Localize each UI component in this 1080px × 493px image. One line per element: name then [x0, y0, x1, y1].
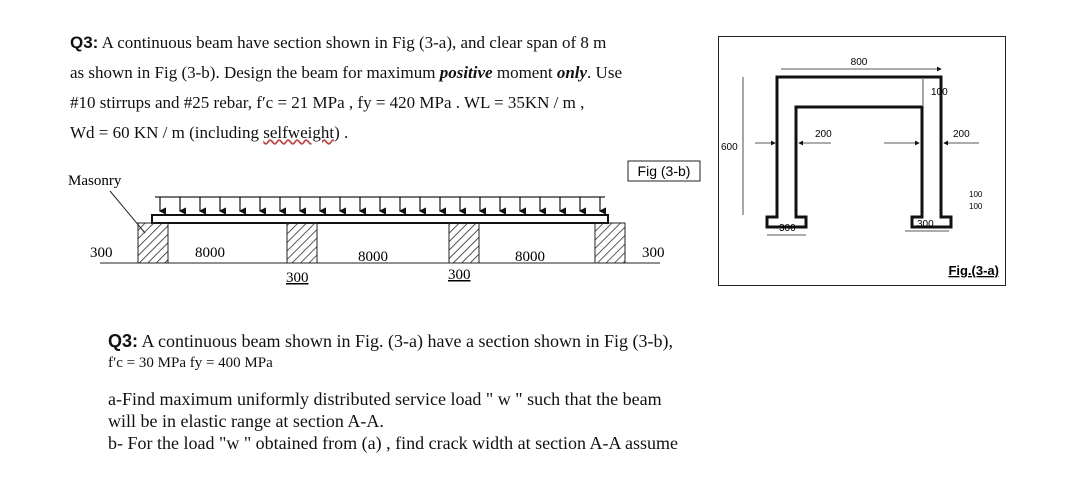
dim-small-a: 100	[969, 190, 983, 199]
dim-web-left: 200	[815, 129, 832, 140]
support-inner-1	[286, 222, 318, 264]
q1-line-2: as shown in Fig (3-b). Design the beam f…	[70, 63, 622, 82]
dim-base-left: 300	[779, 223, 796, 234]
beam-figure: Fig (3-b) Masonry 300 800	[68, 160, 701, 286]
end-right-dim: 300	[642, 245, 665, 261]
question-2: Q3: A continuous beam shown in Fig. (3-a…	[108, 330, 828, 454]
dim-small-b: 100	[969, 202, 983, 211]
question-1: Q3: A continuous beam have section shown…	[70, 28, 710, 148]
span-1-dim: 8000	[195, 245, 225, 261]
q1-line-3: #10 stirrups and #25 rebar, f′c = 21 MPa…	[70, 93, 585, 112]
support-1-dim: 300	[286, 270, 309, 286]
q1-line-4: Wd = 60 KN / m (including selfweight) .	[70, 123, 349, 142]
support-left	[137, 222, 169, 264]
dim-web-right: 200	[953, 129, 970, 140]
q1-line-1: Q3: A continuous beam have section shown…	[70, 33, 607, 52]
dim-800: 800	[851, 57, 868, 68]
fig-3b-label: Fig (3-b)	[638, 163, 691, 179]
section-figure: 800 600 100 200 200 100 100 300 300 Fig.…	[718, 36, 1006, 286]
end-left-dim: 300	[90, 245, 113, 261]
load-arrows	[158, 197, 606, 215]
q2-line-5: b- For the load "w " obtained from (a) ,…	[108, 433, 679, 453]
dim-600: 600	[721, 142, 738, 153]
section-outline	[765, 75, 953, 229]
support-right	[594, 222, 626, 264]
q2-line-1: Q3: A continuous beam shown in Fig. (3-a…	[108, 331, 673, 351]
masonry-label: Masonry	[68, 173, 122, 189]
q1-label: Q3:	[70, 33, 99, 52]
support-inner-2	[448, 222, 480, 264]
span-3-dim: 8000	[515, 249, 545, 265]
section-drawing: 800 600 100 200 200 100 100 300 300 Fig.…	[721, 57, 999, 278]
dim-flange: 100	[931, 87, 948, 98]
q2-label: Q3:	[108, 331, 139, 351]
dim-base-right: 300	[917, 219, 934, 230]
fig-3b-box	[627, 160, 701, 182]
beam-member	[151, 214, 609, 224]
fig-3a-label: Fig.(3-a)	[948, 263, 999, 278]
q2-line-2: f′c = 30 MPa fy = 400 MPa	[108, 355, 273, 371]
q2-line-3: a-Find maximum uniformly distributed ser…	[108, 389, 662, 409]
span-2-dim: 8000	[358, 249, 388, 265]
q2-line-4: will be in elastic range at section A-A.	[108, 411, 384, 431]
support-2-dim: 300	[448, 267, 471, 283]
